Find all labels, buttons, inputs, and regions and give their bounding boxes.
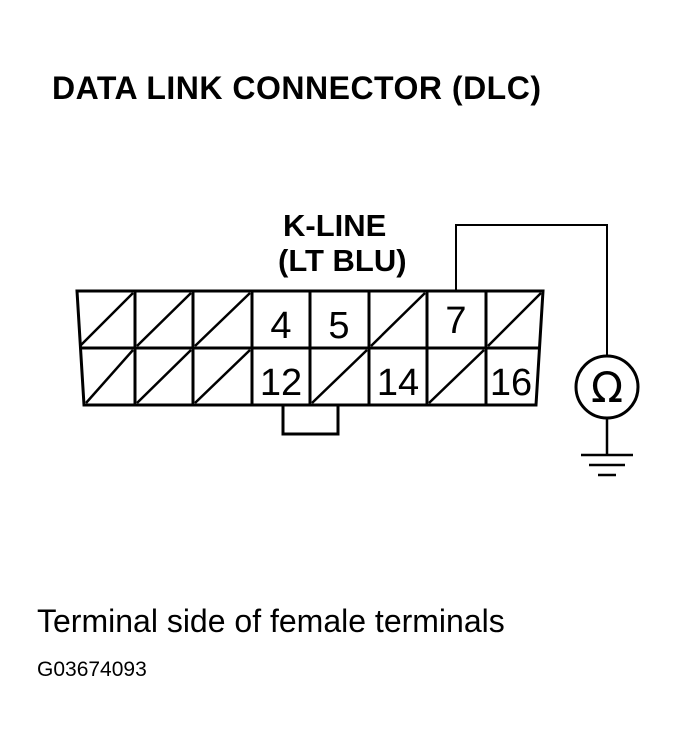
diagram-title: DATA LINK CONNECTOR (DLC): [52, 70, 542, 106]
terminal-12-label: 12: [260, 362, 302, 404]
k-line-wire-color: (LT BLU): [278, 243, 407, 278]
connector-body: [75, 289, 545, 407]
empty-cavity-marks: [79, 292, 542, 404]
connector-lock-tab: [281, 405, 340, 436]
k-line-label: K-LINE: [283, 208, 387, 243]
terminal-4-label: 4: [270, 305, 291, 347]
terminal-7-label: 7: [445, 300, 466, 342]
ohm-icon: Ω: [591, 363, 623, 412]
figure-id: G03674093: [37, 658, 147, 681]
terminal-16-label: 16: [490, 362, 532, 404]
diagram-caption: Terminal side of female terminals: [37, 603, 505, 639]
terminal-14-label: 14: [377, 362, 419, 404]
test-lead-wire: [455, 224, 608, 357]
ground-icon: [581, 418, 633, 477]
terminal-5-label: 5: [328, 305, 349, 347]
